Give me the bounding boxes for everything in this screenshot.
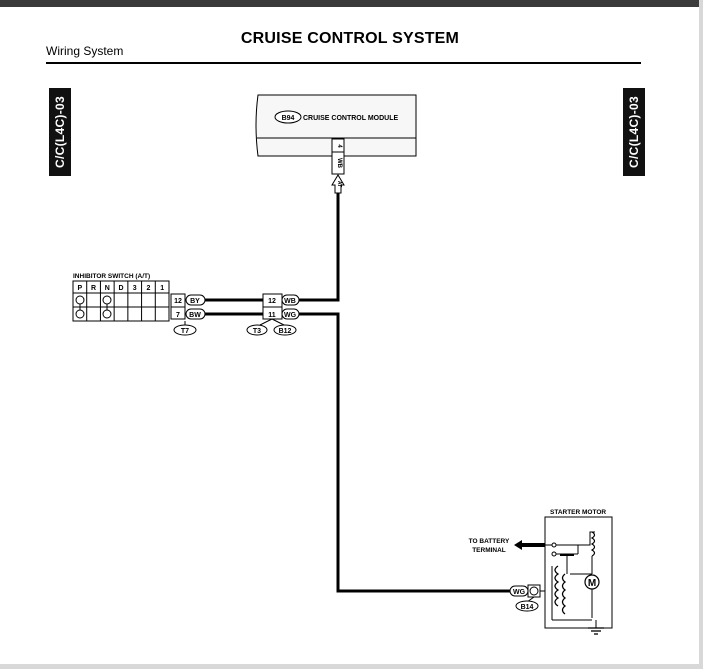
joint-connector: 12 11 WB WG T3 B12 (246, 293, 300, 336)
arrow-label: AT (336, 181, 342, 187)
wire-label-wg: WG (284, 312, 297, 319)
starter-box (544, 516, 613, 629)
battery-label-line2: TERMINAL (472, 547, 506, 554)
inhibitor-position-R: R (91, 285, 96, 292)
connector-id-b14: B14 (521, 604, 534, 611)
starter-pin-icon (529, 586, 539, 596)
connector-leader (271, 318, 285, 326)
inhibitor-position-2: 2 (146, 285, 150, 292)
module-body (255, 94, 417, 157)
continuity-dot (102, 309, 112, 319)
inhibitor-position-3: 3 (133, 285, 137, 292)
inhibitor-position-1: 1 (160, 285, 164, 292)
inhibitor-switch: INHIBITOR SWITCH (A/T) P R N D 3 2 1 12 7 BY B… (72, 273, 206, 336)
connector-badge-b12 (273, 324, 297, 336)
page-title: CRUISE CONTROL SYSTEM (240, 30, 460, 47)
vertical-scrollbar[interactable] (699, 0, 703, 669)
horizontal-scrollbar[interactable] (0, 664, 703, 669)
hold-in-coil-icon (561, 573, 567, 615)
module-connector-badge (274, 110, 302, 124)
window-top-bar (0, 0, 700, 7)
continuity-dot (75, 295, 85, 305)
wire-label-badge (185, 308, 206, 320)
inhibitor-grid (72, 280, 170, 322)
inhibitor-pin-12: 12 (174, 298, 182, 305)
inhibitor-position-P: P (78, 285, 83, 292)
terminal-icon (551, 542, 557, 548)
wire-wg (298, 312, 510, 593)
pull-in-coil-icon (554, 565, 560, 607)
field-coil-icon (590, 531, 596, 557)
wires (205, 193, 510, 593)
connector-id-t3: T3 (253, 328, 261, 335)
wire-label-wg-starter: WG (513, 589, 526, 596)
inhibitor-position-D: D (118, 285, 123, 292)
battery-label-line1: TO BATTERY (469, 538, 510, 545)
joint-pin-12: 12 (268, 298, 276, 305)
wire-label-badge (185, 294, 206, 306)
motor-symbol: M (588, 578, 596, 589)
inhibitor-title: INHIBITOR SWITCH (A/T) (73, 273, 150, 280)
wire-label-badge (281, 308, 300, 320)
inhibitor-pin-7: 7 (176, 312, 180, 319)
terminal-icon (551, 551, 557, 557)
cruise-control-module: B94 CRUISE CONTROL MODULE 4 WB AT (255, 94, 417, 194)
connector-badge-t7 (173, 324, 197, 336)
section-label: Wiring System (46, 44, 124, 58)
wire-label-badge (281, 294, 300, 306)
starter-title: STARTER MOTOR (550, 509, 606, 516)
connector-badge-b14 (515, 600, 539, 612)
wire-wb (298, 193, 340, 302)
connector-leader (259, 318, 273, 326)
inhibitor-columns: P R N D 3 2 1 (78, 281, 164, 321)
header-rule (46, 62, 641, 64)
connector-badge-t3 (246, 324, 268, 336)
inhibitor-position-N: N (105, 285, 110, 292)
connector-id-b12: B12 (279, 328, 292, 335)
wire-label-wb: WB (284, 298, 296, 305)
wire-label-bw: BW (189, 312, 201, 319)
joint-pin-11: 11 (268, 312, 276, 319)
continuity-dot (102, 295, 112, 305)
module-name: CRUISE CONTROL MODULE (303, 115, 398, 122)
module-pin-box (331, 138, 345, 175)
connector-id-t7: T7 (181, 328, 189, 335)
starter-motor: STARTER MOTOR TO BATTERY TERMINAL M (469, 509, 613, 635)
wire-label-by: BY (190, 298, 200, 305)
upward-arrow-icon (331, 174, 345, 194)
module-connector-id: B94 (282, 115, 295, 122)
module-pin-number: 4 (336, 144, 342, 148)
module-wire-color: WB (336, 158, 342, 169)
continuity-dot (75, 309, 85, 319)
left-arrow-icon (514, 540, 545, 550)
